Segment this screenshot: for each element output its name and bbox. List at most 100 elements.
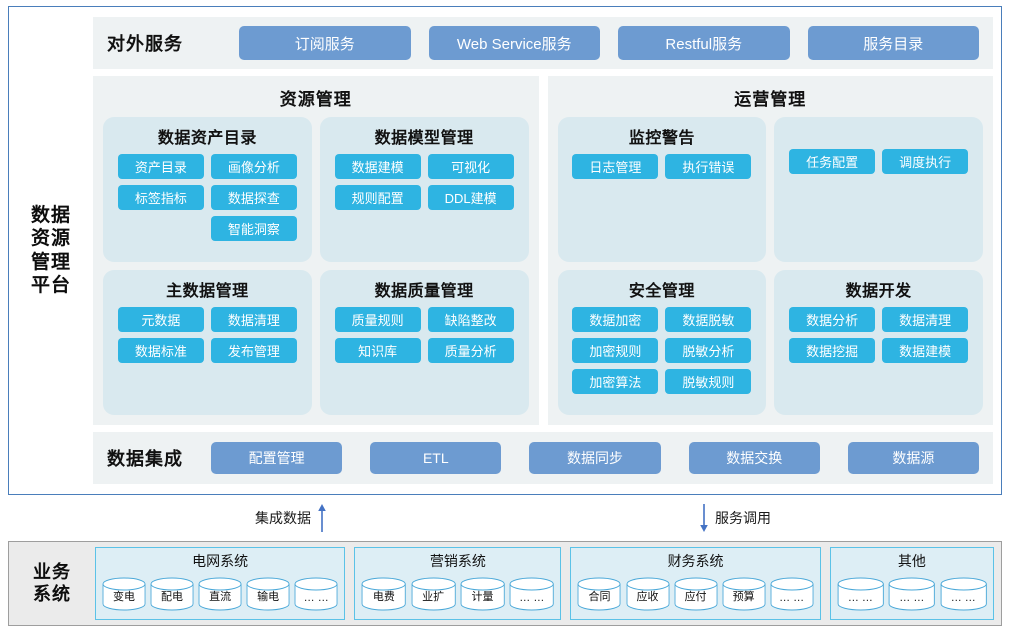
business-system-groups: 电网系统变电配电直流输电… …营销系统电费业扩计量… …财务系统合同应收应付预算… [95,547,994,620]
database-label: 业扩 [422,590,445,603]
module-tag[interactable]: 数据挖掘 [789,338,876,363]
module-tag[interactable]: 质量规则 [334,307,421,332]
external-service-button[interactable]: Web Service服务 [428,26,600,60]
module-tag[interactable]: 元数据 [117,307,204,332]
database-cylinder: 预算 [722,577,766,611]
database-label: 变电 [113,590,135,603]
database-label: 合同 [588,590,611,603]
database-icon [888,577,935,610]
module-tag[interactable]: 规则配置 [334,185,421,210]
module-card-title: 数据模型管理 [374,130,474,147]
module-tag[interactable]: 数据清理 [882,307,969,332]
module-tag-column: 画像分析数据探查智能洞察 [210,154,297,241]
data-integration-button[interactable]: 配置管理 [211,442,343,474]
module-tag-columns: 质量规则知识库缺陷整改质量分析 [330,307,519,363]
connector-label: 集成数据 [255,510,311,526]
module-tag[interactable]: 加密算法 [572,369,659,394]
module-tag-columns: 日志管理执行错误 [568,154,757,179]
panel-operation-management: 运营管理监控警告日志管理执行错误 任务配置调度执行安全管理数据加密加密规则加密算… [547,76,993,425]
module-tag[interactable]: 资产目录 [117,154,204,179]
module-tag[interactable]: 标签指标 [117,185,204,210]
external-services-title: 对外服务 [107,34,183,54]
module-tag[interactable]: 执行错误 [665,154,752,179]
external-services-buttons: 订阅服务 Web Service服务 Restful服务服务目录 [239,26,979,60]
data-integration-button[interactable]: ETL [370,442,502,474]
database-label: 应付 [684,590,707,603]
module-tag-column: 可视化 DDL建模 [427,154,514,210]
module-tag[interactable]: 知识库 [334,338,421,363]
module-tag-columns: 元数据数据标准数据清理发布管理 [113,307,302,363]
module-tag[interactable]: 调度执行 [882,149,969,174]
module-tag[interactable]: 数据建模 [334,154,421,179]
module-tag[interactable]: 缺陷整改 [427,307,514,332]
database-icon [770,577,814,610]
module-tag[interactable]: 数据探查 [210,185,297,210]
database-cylinder: 输电 [246,577,290,611]
module-tag-column: 数据加密加密规则加密算法 [572,307,659,394]
database-cylinder: … … [888,577,935,611]
external-service-button[interactable]: 服务目录 [807,26,979,60]
module-tag[interactable]: 数据建模 [882,338,969,363]
panel-card-grid: 监控警告日志管理执行错误 任务配置调度执行安全管理数据加密加密规则加密算法数据脱… [557,117,983,415]
business-system-group: 营销系统电费业扩计量… … [354,547,562,620]
module-card: 数据模型管理数据建模规则配置可视化 DDL建模 [319,117,529,262]
module-tag[interactable]: 可视化 [427,154,514,179]
business-system-group-title: 财务系统 [667,553,724,569]
module-tag[interactable]: 数据标准 [117,338,204,363]
database-icon [150,577,194,610]
module-tag[interactable]: DDL建模 [427,185,514,210]
module-tag-column: 元数据数据标准 [117,307,204,363]
module-tag[interactable]: 脱敏分析 [665,338,752,363]
database-cylinder-row: 电费业扩计量… … [361,573,554,614]
business-system-group-title: 电网系统 [192,553,249,569]
database-cylinder: 计量 [460,577,505,611]
business-systems-title: 业务系统 [33,561,71,604]
external-service-button[interactable]: 订阅服务 [239,26,411,60]
database-label: 计量 [471,590,494,603]
panel-card-grid: 数据资产目录资产目录标签指标 画像分析数据探查智能洞察数据模型管理数据建模规则配… [103,117,529,415]
database-icon [509,577,554,610]
data-integration-buttons: 配置管理 ETL 数据同步数据交换数据源 [211,442,980,474]
module-card: 安全管理数据加密加密规则加密算法数据脱敏脱敏分析脱敏规则 [557,270,767,415]
module-tag-column: 资产目录标签指标 [117,154,204,241]
module-tag-column: 调度执行 [882,149,969,174]
data-integration-button[interactable]: 数据源 [847,442,980,474]
module-tag[interactable]: 加密规则 [572,338,659,363]
module-tag[interactable]: 数据加密 [572,307,659,332]
database-cylinder-row: … …… …… … [837,573,987,614]
data-integration-button[interactable]: 数据交换 [688,442,820,474]
database-label: 直流 [209,590,232,603]
module-tag[interactable]: 质量分析 [427,338,514,363]
business-system-group-title: 营销系统 [429,553,486,569]
module-tag-column: 数据清理发布管理 [210,307,297,363]
database-cylinder: 变电 [102,577,146,611]
arrow-up-icon [318,504,326,532]
database-cylinder: … … [294,577,338,611]
module-tag-column: 数据脱敏脱敏分析脱敏规则 [665,307,752,394]
database-icon [294,577,338,610]
module-tag[interactable]: 数据清理 [210,307,297,332]
module-tag[interactable]: 数据分析 [789,307,876,332]
module-tag[interactable]: 智能洞察 [210,216,297,241]
data-integration-button[interactable]: 数据同步 [529,442,661,474]
module-tag[interactable]: 日志管理 [572,154,659,179]
module-tag[interactable]: 画像分析 [210,154,297,179]
module-tag-column: 数据分析数据挖掘 [789,307,876,363]
module-tag-columns: 数据建模规则配置可视化 DDL建模 [330,154,519,210]
module-tag-columns: 数据分析数据挖掘数据清理数据建模 [784,307,973,363]
database-cylinder: 合同 [577,577,621,611]
module-tag[interactable]: 发布管理 [210,338,297,363]
module-tag-columns: 任务配置调度执行 [784,149,973,174]
module-tag-column: 日志管理 [572,154,659,179]
external-services-row: 对外服务 订阅服务 Web Service服务 Restful服务服务目录 [93,17,993,69]
external-service-button[interactable]: Restful服务 [618,26,790,60]
module-tag[interactable]: 脱敏规则 [665,369,752,394]
database-cylinder-row: 合同应收应付预算… … [577,573,814,614]
module-tag[interactable]: 数据脱敏 [665,307,752,332]
module-tag[interactable]: 任务配置 [789,149,876,174]
database-label: … … [847,591,873,604]
database-cylinder: … … [837,577,884,611]
